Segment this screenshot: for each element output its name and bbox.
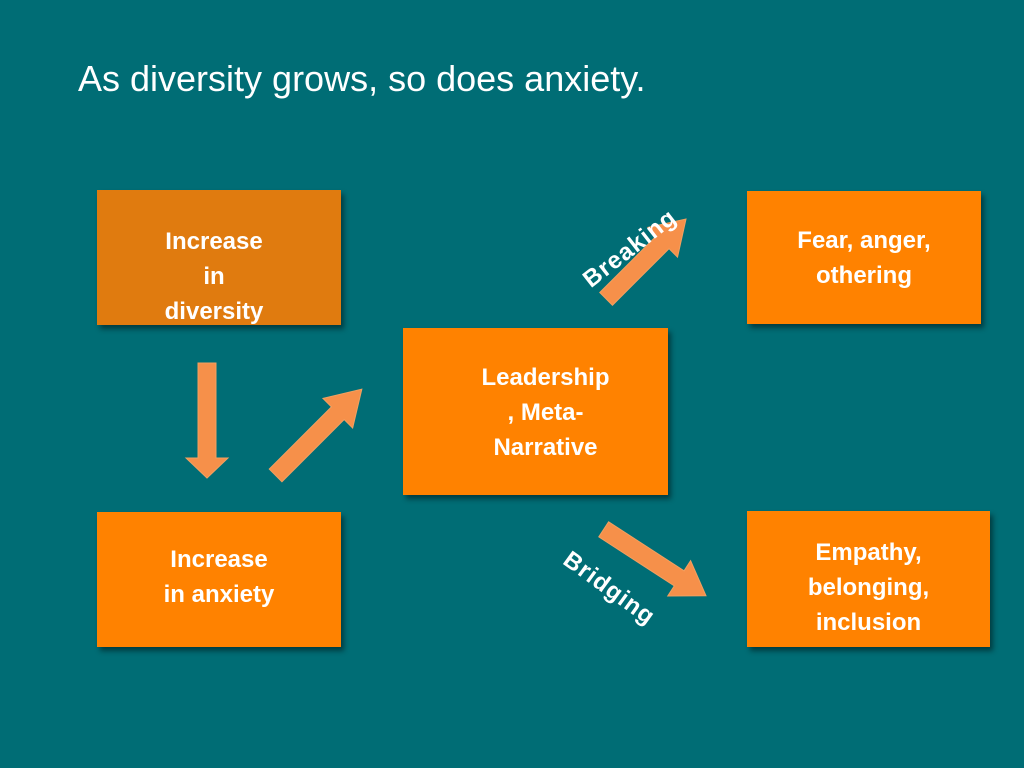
slide-title: As diversity grows, so does anxiety.	[78, 58, 646, 99]
leadership-box: Leadership , Meta- Narrative	[403, 328, 668, 495]
arrow-down-icon	[184, 362, 230, 479]
fear-box: Fear, anger, othering	[747, 191, 981, 324]
arrow-breaking-icon	[599, 218, 687, 306]
empathy-label: Empathy, belonging, inclusion	[807, 539, 930, 636]
increase-diversity-box: Increase in diversity	[97, 190, 341, 325]
arrow-to-leadership-icon	[268, 388, 363, 483]
increase-anxiety-label: Increase in anxiety	[163, 546, 275, 608]
empathy-box: Empathy, belonging, inclusion	[747, 511, 990, 647]
increase-anxiety-box: Increase in anxiety	[97, 512, 341, 647]
arrow-bridging-icon	[598, 521, 707, 597]
leadership-label: Leadership , Meta- Narrative	[481, 364, 610, 461]
fear-label: Fear, anger, othering	[797, 227, 931, 289]
increase-diversity-label: Increase in diversity	[164, 228, 264, 325]
